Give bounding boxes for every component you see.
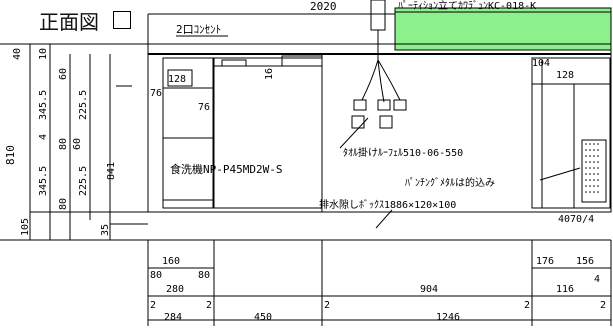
bottom-dim-2d: 2	[524, 300, 530, 311]
dim-810: 810	[4, 145, 17, 165]
right-cabinet	[531, 57, 611, 209]
bottom-dim-80b: 80	[198, 270, 210, 281]
inner-dim-76a: 76	[150, 88, 162, 99]
drain-leader	[375, 209, 393, 229]
punching-metal-dots	[585, 143, 599, 193]
title-frame-icon	[113, 11, 131, 29]
punching-metal-label: ﾊﾟﾝﾁﾝｸﾞﾒﾀﾙは的込み	[405, 176, 495, 189]
bottom-dim-280: 280	[166, 284, 184, 295]
dishwasher-label: 食洗機NP-P45MD2W-S	[170, 162, 282, 176]
partition-panel	[394, 7, 612, 51]
faucet-body	[370, 0, 386, 31]
bottom-dim-4: 4	[594, 274, 600, 285]
dim-80: 80	[58, 138, 69, 150]
faucet-hoses	[361, 30, 401, 103]
dishwasher-control	[221, 59, 247, 67]
inner-dim-16: 16	[264, 68, 275, 80]
bottom-dim-80a: 80	[150, 270, 162, 281]
bottom-dim-160: 160	[162, 256, 180, 267]
bottom-dim-156: 156	[576, 256, 594, 267]
dim-60b: 60	[72, 138, 83, 150]
inner-dim-128a: 128	[168, 74, 186, 85]
bottom-dim-284: 284	[164, 312, 182, 323]
inner-dim-76b: 76	[198, 102, 210, 113]
dim-841: 841	[106, 162, 117, 180]
cabinet-body	[147, 53, 612, 213]
faucet-fitting-4	[351, 115, 365, 129]
bottom-dim-1246: 1246	[436, 312, 460, 323]
dim-4: 4	[38, 134, 49, 140]
faucet-fitting-1	[353, 99, 367, 111]
towel-bar-label: ﾀｵﾙ掛けﾙｰﾌｪﾙ510-06-550	[343, 146, 463, 159]
bottom-dim-2c: 2	[324, 300, 330, 311]
dim-80b: 80	[58, 198, 69, 210]
panel-note-leader	[539, 167, 581, 181]
dim-225a: 225.5	[78, 90, 89, 120]
dim-10: 10	[38, 48, 49, 60]
partition-label: ﾊﾟｰﾃｨｼｮﾝ立てｶﾜﾗﾞｭﾝKC-018-K	[398, 0, 536, 12]
drain-label: 排水隙しﾎﾞｯｸｽ1886×120×100	[319, 198, 456, 211]
dim-345a: 345.5	[38, 90, 49, 120]
faucet-fitting-3	[393, 99, 407, 111]
bottom-dim-450: 450	[254, 312, 272, 323]
inner-dim-128b: 128	[556, 70, 574, 81]
inner-dim-104: 104	[532, 58, 550, 69]
dim-35: 35	[100, 224, 111, 236]
faucet-fitting-5	[379, 115, 393, 129]
outlet-label: 2口ｺﾝｾﾝﾄ	[176, 23, 221, 36]
bottom-dim-2b: 2	[206, 300, 212, 311]
dim-105: 105	[20, 218, 31, 236]
towel-bar-leader	[339, 117, 369, 149]
bottom-dim-904: 904	[420, 284, 438, 295]
panel-number-label: 4070/4	[558, 214, 594, 225]
title-text: 正面図	[39, 9, 99, 34]
left-cabinet	[162, 57, 214, 209]
punching-metal-panel	[581, 139, 607, 203]
left-drawer-handle	[167, 69, 193, 87]
drawing-title: 正面図	[39, 8, 157, 34]
dim-60: 60	[58, 68, 69, 80]
bottom-dim-116: 116	[556, 284, 574, 295]
faucet-fitting-2	[377, 99, 391, 111]
bottom-dim-2a: 2	[150, 300, 156, 311]
bottom-dim-2e: 2	[600, 300, 606, 311]
dim-345b: 345.5	[38, 166, 49, 196]
dim-40: 40	[12, 48, 23, 60]
top-width-label: 2020	[310, 0, 337, 13]
bottom-dim-176: 176	[536, 256, 554, 267]
dim-225b: 225.5	[78, 166, 89, 196]
